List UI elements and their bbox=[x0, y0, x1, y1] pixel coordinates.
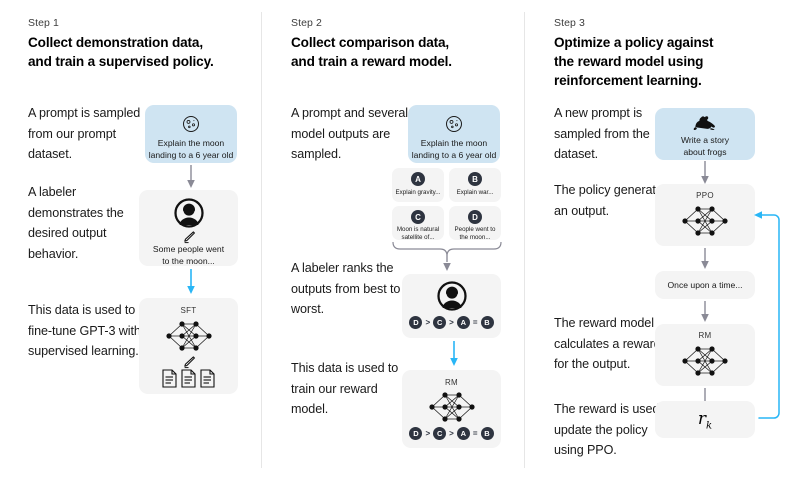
neural-network-icon bbox=[677, 343, 733, 379]
policy-output-card: Once upon a time... bbox=[655, 271, 755, 299]
paragraph-2-2: A labeler ranks the outputs from best to… bbox=[291, 261, 401, 316]
ranking-row-rm: D > C > A = B bbox=[402, 427, 501, 440]
rank-pill-a: A bbox=[456, 427, 470, 440]
pencil-icon bbox=[182, 230, 196, 244]
rank-pill-b: B bbox=[480, 316, 494, 329]
person-icon bbox=[436, 281, 467, 311]
arrow-down-blue-1b bbox=[185, 269, 197, 295]
output-letter-b: B bbox=[468, 172, 482, 186]
moon-icon bbox=[444, 114, 464, 134]
column-divider-1 bbox=[261, 12, 262, 468]
rm-title-step2: RM bbox=[444, 378, 459, 387]
output-caption-b: Explain war... bbox=[456, 189, 494, 196]
ranker-card: D > C > A = B bbox=[402, 274, 501, 338]
output-caption-a: Explain gravity... bbox=[395, 189, 441, 196]
output-card-b: B Explain war... bbox=[449, 168, 501, 202]
step-title-1: Collect demonstration data, and train a … bbox=[28, 35, 214, 69]
arrow-down-blue-2b bbox=[448, 341, 460, 367]
policy-output-caption: Once upon a time... bbox=[667, 280, 743, 290]
step-label-3: Step 3 bbox=[554, 17, 585, 29]
output-card-c: C Moon is natural satellite of... bbox=[392, 206, 444, 241]
output-card-a: A Explain gravity... bbox=[392, 168, 444, 202]
output-letter-c: C bbox=[411, 210, 425, 224]
rank-pill-d: D bbox=[409, 427, 423, 440]
neural-network-icon bbox=[677, 203, 733, 239]
brace-converge-arrow bbox=[391, 240, 503, 272]
rank-pill-c: C bbox=[433, 427, 447, 440]
rm-title-step3: RM bbox=[698, 331, 712, 340]
labeler-card-step1: Some people went to the moon... bbox=[139, 190, 238, 266]
output-card-d: D People went to the moon... bbox=[449, 206, 501, 241]
rank-op-3: = bbox=[472, 318, 478, 327]
prompt-caption-step2: Explain the moon landing to a 6 year old bbox=[411, 138, 497, 160]
rank-op-2: > bbox=[449, 429, 454, 438]
prompt-card-step3: Write a story about frogs bbox=[655, 108, 755, 160]
documents-icon bbox=[161, 369, 217, 389]
rank-op-3: = bbox=[472, 429, 478, 438]
rank-pill-a: A bbox=[456, 316, 470, 329]
sft-card: SFT bbox=[139, 298, 238, 394]
frog-icon bbox=[693, 114, 717, 131]
rank-pill-d: D bbox=[409, 316, 423, 329]
ranking-row-labeler: D > C > A = B bbox=[402, 316, 501, 329]
paragraph-3-3: The reward model calculates a reward for… bbox=[554, 316, 661, 371]
person-icon bbox=[173, 198, 204, 228]
paragraph-3-2: The policy generates an output. bbox=[554, 183, 669, 218]
paragraph-1-2: A labeler demonstrates the desired outpu… bbox=[28, 185, 124, 261]
paragraph-1-1: A prompt is sampled from our prompt data… bbox=[28, 106, 141, 161]
ppo-card: PPO bbox=[655, 184, 755, 246]
labeler-caption-step1: Some people went to the moon... bbox=[152, 244, 225, 266]
column-divider-2 bbox=[524, 12, 525, 468]
pencil-icon bbox=[182, 355, 196, 369]
rank-pill-c: C bbox=[433, 316, 447, 329]
paragraph-1-3: This data is used to fine-tune GPT-3 wit… bbox=[28, 303, 141, 358]
prompt-caption-step1: Explain the moon landing to a 6 year old bbox=[148, 138, 234, 160]
arrow-down-3b bbox=[699, 248, 711, 270]
feedback-loop-arrow bbox=[751, 205, 785, 425]
ppo-title: PPO bbox=[696, 191, 714, 200]
column-step-2: Step 2 Collect comparison data, and trai… bbox=[263, 0, 525, 479]
rank-pill-b: B bbox=[480, 427, 494, 440]
moon-icon bbox=[181, 114, 201, 134]
column-step-1: Step 1 Collect demonstration data, and t… bbox=[0, 0, 262, 479]
reward-symbol: rk bbox=[655, 409, 755, 431]
arrow-down-3c bbox=[699, 301, 711, 323]
neural-network-icon bbox=[161, 318, 217, 354]
output-letter-d: D bbox=[468, 210, 482, 224]
paragraph-3-4: The reward is used to update the policy … bbox=[554, 402, 673, 457]
step-label-2: Step 2 bbox=[291, 17, 322, 29]
step-label-1: Step 1 bbox=[28, 17, 59, 29]
column-step-3: Step 3 Optimize a policy against the rew… bbox=[526, 0, 788, 479]
rm-card-step3: RM bbox=[655, 324, 755, 386]
arrow-down-1a bbox=[185, 165, 197, 189]
rm-card-step2: RM bbox=[402, 370, 501, 448]
paragraph-3-1: A new prompt is sampled from the dataset… bbox=[554, 106, 650, 161]
step-title-2: Collect comparison data, and train a rew… bbox=[291, 35, 452, 69]
prompt-card-step1: Explain the moon landing to a 6 year old bbox=[145, 105, 237, 163]
neural-network-icon bbox=[424, 389, 480, 425]
rank-op-1: > bbox=[425, 429, 431, 438]
reward-r: r bbox=[697, 409, 707, 429]
output-caption-c: Moon is natural satellite of... bbox=[396, 226, 440, 241]
arrow-down-3a bbox=[699, 161, 711, 185]
paragraph-2-1: A prompt and several model outputs are s… bbox=[291, 106, 409, 161]
output-caption-d: People went to the moon... bbox=[454, 226, 496, 241]
paragraph-2-3: This data is used to train our reward mo… bbox=[291, 361, 399, 416]
rank-op-1: > bbox=[425, 318, 431, 327]
reward-card: rk bbox=[655, 401, 755, 438]
sft-title: SFT bbox=[180, 306, 197, 315]
step-title-3: Optimize a policy against the reward mod… bbox=[554, 35, 714, 88]
reward-subscript: k bbox=[706, 420, 713, 432]
output-letter-a: A bbox=[411, 172, 425, 186]
prompt-caption-step3: Write a story about frogs bbox=[680, 135, 730, 157]
prompt-card-step2: Explain the moon landing to a 6 year old bbox=[408, 105, 500, 163]
rank-op-2: > bbox=[449, 318, 454, 327]
